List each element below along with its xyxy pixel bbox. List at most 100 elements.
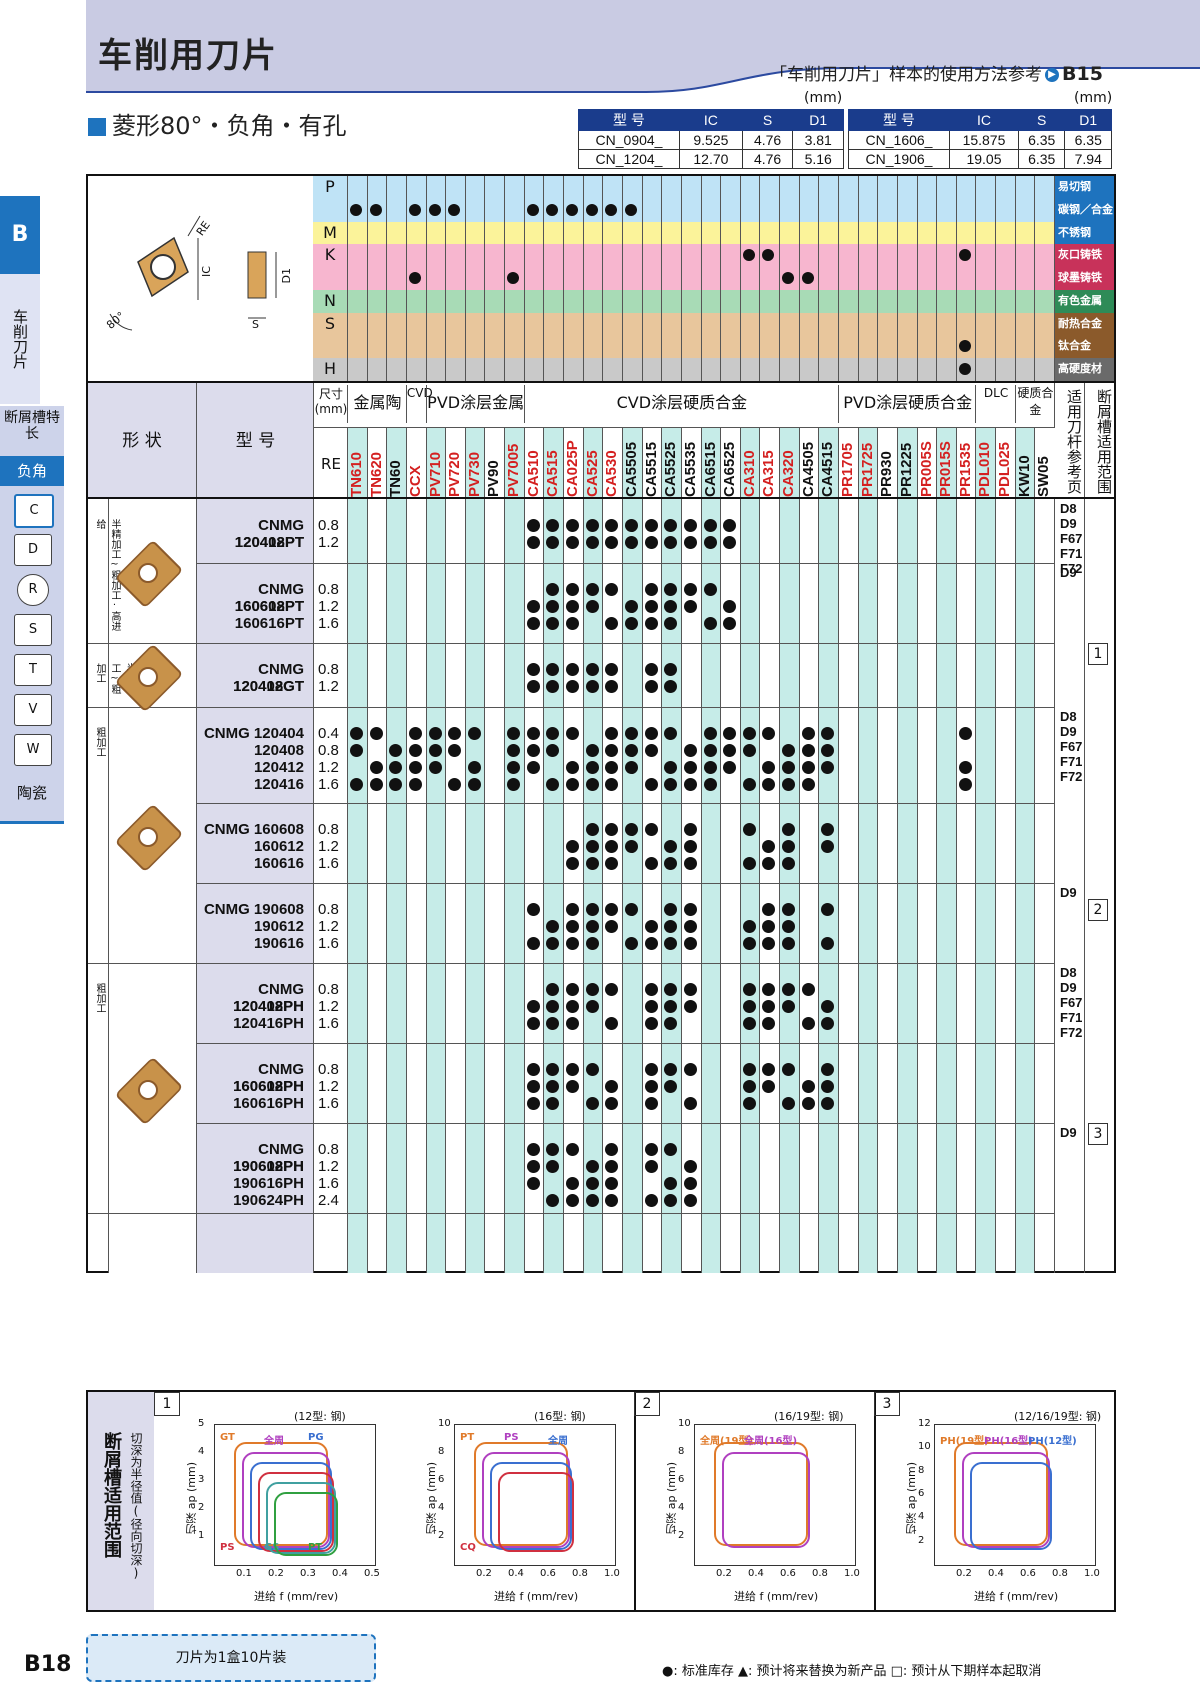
stock-dot bbox=[624, 823, 638, 836]
product-model[interactable]: 120416PH bbox=[233, 1015, 304, 1032]
product-model[interactable]: 160612PH bbox=[233, 1078, 304, 1095]
product-model[interactable]: 190612 bbox=[253, 918, 304, 935]
stock-dot bbox=[664, 1143, 678, 1156]
holder-ref-page[interactable]: F67 bbox=[1060, 531, 1083, 546]
product-model[interactable]: CNMG 120408GT bbox=[233, 661, 304, 695]
holder-ref-page[interactable]: F67 bbox=[1060, 995, 1083, 1010]
holder-ref-page[interactable]: D8 bbox=[1060, 965, 1077, 980]
grid-line bbox=[995, 176, 997, 381]
stock-dot bbox=[585, 663, 599, 676]
stock-dot bbox=[585, 903, 599, 916]
stock-dot bbox=[683, 761, 697, 774]
holder-ref-page[interactable]: D9 bbox=[1060, 516, 1077, 531]
stock-dot bbox=[664, 1080, 678, 1093]
grid-line bbox=[504, 176, 506, 381]
y-tick-label: 10 bbox=[918, 1441, 931, 1453]
nav-shape-d[interactable]: D bbox=[14, 534, 52, 566]
x-tick-label: 1.0 bbox=[1084, 1568, 1100, 1579]
product-model[interactable]: CNMG 120404 bbox=[203, 725, 304, 742]
stock-dot bbox=[821, 1063, 835, 1076]
holder-ref-page[interactable]: D9 bbox=[1060, 565, 1077, 580]
product-model[interactable]: CNMG 160608PT bbox=[234, 581, 304, 615]
product-model[interactable]: 190624PH bbox=[233, 1192, 304, 1209]
nav-negative[interactable]: 负角 bbox=[0, 456, 64, 486]
holder-ref-page[interactable]: F71 bbox=[1060, 546, 1083, 561]
holder-ref-page[interactable]: F67 bbox=[1060, 739, 1083, 754]
stock-dot bbox=[683, 536, 697, 549]
stock-dot bbox=[566, 1194, 580, 1207]
holder-ref-page[interactable]: F72 bbox=[1060, 769, 1083, 784]
range-box[interactable]: 1 bbox=[1088, 643, 1108, 665]
product-model[interactable]: CNMG 160608 bbox=[203, 821, 304, 838]
grid-line bbox=[543, 499, 545, 1273]
product-model[interactable]: 190616 bbox=[253, 935, 304, 952]
stock-dot bbox=[742, 937, 756, 950]
product-model[interactable]: 120412PT bbox=[234, 534, 304, 551]
holder-ref-page[interactable]: D9 bbox=[1060, 980, 1077, 995]
stock-dot bbox=[526, 1000, 540, 1013]
stock-dot bbox=[742, 1097, 756, 1110]
holder-ref-page[interactable]: F71 bbox=[1060, 1010, 1083, 1025]
product-model[interactable]: 160616PH bbox=[233, 1095, 304, 1112]
product-model[interactable]: 120408 bbox=[253, 742, 304, 759]
product-model[interactable]: CNMG 190608 bbox=[203, 901, 304, 918]
nav-shape-c[interactable]: C bbox=[14, 494, 54, 528]
holder-ref-page[interactable]: D8 bbox=[1060, 501, 1077, 516]
material-code: M bbox=[323, 222, 337, 242]
product-model[interactable]: 120412 bbox=[253, 759, 304, 776]
grade-label: CA510 bbox=[524, 450, 542, 497]
y-tick-label: 3 bbox=[198, 1474, 205, 1485]
product-model[interactable]: CNMG 190608PH bbox=[233, 1141, 304, 1175]
holder-ref-page[interactable]: D9 bbox=[1060, 1125, 1077, 1140]
stock-dot bbox=[958, 727, 972, 740]
series-label: PS bbox=[220, 1542, 235, 1553]
row-line bbox=[196, 563, 1054, 564]
pack-note: 刀片为1盒10片装 bbox=[86, 1634, 376, 1682]
stock-dot bbox=[664, 1000, 678, 1013]
stock-dot bbox=[605, 727, 619, 740]
product-model[interactable]: 160616 bbox=[253, 855, 304, 872]
grade-table: RE IC D1 S 80° P易切钢碳钢／合金钢M不锈钢K灰口铸铁球墨铸铁N有… bbox=[86, 174, 1116, 1273]
material-code bbox=[313, 335, 347, 358]
holder-ref-page[interactable]: D9 bbox=[1060, 885, 1077, 900]
stock-dot bbox=[585, 1063, 599, 1076]
stock-dot bbox=[585, 857, 599, 870]
row-line bbox=[88, 1213, 196, 1214]
stock-dot bbox=[664, 727, 678, 740]
product-model[interactable]: CNMG 120408PT bbox=[234, 517, 304, 551]
product-model[interactable]: CNMG 120408PH bbox=[233, 981, 304, 1015]
stock-dot bbox=[683, 778, 697, 791]
holder-ref-page[interactable]: F71 bbox=[1060, 754, 1083, 769]
range-box[interactable]: 3 bbox=[1088, 1123, 1108, 1145]
section-tab-b[interactable]: B bbox=[0, 196, 40, 274]
product-model[interactable]: 190612PH bbox=[233, 1158, 304, 1175]
product-model[interactable]: 120416 bbox=[253, 776, 304, 793]
nav-shape-t[interactable]: T bbox=[14, 654, 52, 686]
nav-shape-v[interactable]: V bbox=[14, 694, 52, 726]
product-model[interactable]: 120412GT bbox=[233, 678, 304, 695]
holder-ref-page[interactable]: D8 bbox=[1060, 709, 1077, 724]
nav-shape-s[interactable]: S bbox=[14, 614, 52, 646]
nav-shape-r[interactable]: R bbox=[17, 574, 49, 606]
nav-shape-w[interactable]: W bbox=[14, 734, 52, 766]
product-model[interactable]: 160612PT bbox=[234, 598, 304, 615]
stock-dot bbox=[644, 744, 658, 757]
usage-reference[interactable]: 「车削用刀片」样本的使用方法参考▶B15 bbox=[770, 63, 1103, 85]
stock-dot bbox=[664, 937, 678, 950]
product-model[interactable]: 190616PH bbox=[233, 1175, 304, 1192]
product-model[interactable]: 160612 bbox=[253, 838, 304, 855]
product-model[interactable]: 160616PT bbox=[234, 615, 304, 632]
material-name: 耐热合金 bbox=[1054, 312, 1114, 337]
product-model[interactable]: CNMG 160608PH bbox=[233, 1061, 304, 1095]
nav-ceramic[interactable]: 陶瓷 bbox=[16, 784, 47, 802]
holder-ref-page[interactable]: F72 bbox=[1060, 561, 1083, 576]
stock-dot bbox=[664, 617, 678, 630]
product-model[interactable]: 120412PH bbox=[233, 998, 304, 1015]
stock-dot bbox=[762, 761, 776, 774]
holder-ref-page[interactable]: F72 bbox=[1060, 1025, 1083, 1040]
holder-ref-page[interactable]: D9 bbox=[1060, 724, 1077, 739]
range-box[interactable]: 2 bbox=[1088, 899, 1108, 921]
nav-chipbreaker[interactable]: 断屑槽特长 bbox=[4, 410, 60, 442]
y-tick-label: 2 bbox=[438, 1530, 445, 1541]
grade-label: PV720 bbox=[446, 451, 464, 497]
